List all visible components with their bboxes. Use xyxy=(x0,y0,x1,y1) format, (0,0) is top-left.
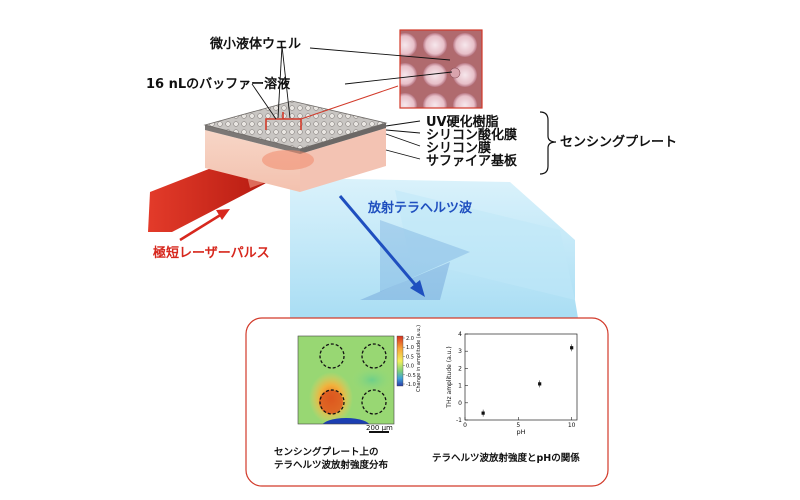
well-highlight xyxy=(265,85,399,130)
colorbar-tick-label: 0.0 xyxy=(406,364,414,370)
y-tick-label: -1 xyxy=(456,417,462,424)
colorbar-label: Change in amplitude (a.u.) xyxy=(416,325,422,392)
x-tick-label: 10 xyxy=(568,422,576,429)
y-tick-label: 3 xyxy=(458,348,462,355)
layer-label-oxide: シリコン酸化膜 xyxy=(426,127,517,143)
y-tick-label: 0 xyxy=(458,400,462,407)
colorbar-tick-label: -0.5 xyxy=(406,373,416,379)
y-tick-label: 4 xyxy=(458,331,462,338)
sensing-plate-label: センシングプレート xyxy=(560,134,677,150)
buffer-label: 16 nLのバッファー溶液 xyxy=(146,76,290,92)
colorbar-tick-label: 1.0 xyxy=(406,345,414,351)
plot-caption: テラヘルツ波放射強度とpHの関係 xyxy=(432,452,580,464)
layer-label-silicon: シリコン膜 xyxy=(426,140,491,156)
laser-arrow xyxy=(179,209,230,242)
microscope-inset xyxy=(399,29,483,109)
layer-brace xyxy=(539,111,557,175)
sensing-plate xyxy=(203,100,388,192)
terahertz-arrow xyxy=(338,195,425,297)
leader-lines xyxy=(251,45,453,160)
scale-bar-label: 200 μm xyxy=(366,424,393,432)
map-caption-line1: センシングプレート上の xyxy=(274,446,379,458)
laser-label: 極短レーザーパルス xyxy=(152,245,270,261)
layer-label-uv: UV硬化樹脂 xyxy=(426,114,499,130)
plot-frame xyxy=(464,333,578,421)
x-tick-label: 0 xyxy=(463,422,467,429)
colorbar: 2.0 1.0 0.5 0.0 -0.5 -1.0 Change in amplitude… xyxy=(396,325,422,392)
colorbar-tick-label: -1.0 xyxy=(406,382,416,388)
y-axis-label: THz amplitude (a.u.) xyxy=(446,346,453,408)
micro-well-label: 微小液体ウェル xyxy=(209,36,301,52)
terahertz-beam xyxy=(290,178,580,330)
y-tick-label: 1 xyxy=(458,383,462,390)
colorbar-tick-label: 2.0 xyxy=(406,336,414,342)
map-caption-line2: テラヘルツ波放射強度分布 xyxy=(274,459,389,471)
x-tick-label: 5 xyxy=(516,422,520,429)
layer-label-sapphire: サファイア基板 xyxy=(426,153,518,169)
y-tick-label: 2 xyxy=(458,365,462,372)
x-axis-label: pH xyxy=(516,428,525,436)
emission-map: 200 μm xyxy=(297,335,395,433)
terahertz-label: 放射テラヘルツ波 xyxy=(367,200,473,216)
colorbar-tick-label: 0.5 xyxy=(406,354,414,360)
